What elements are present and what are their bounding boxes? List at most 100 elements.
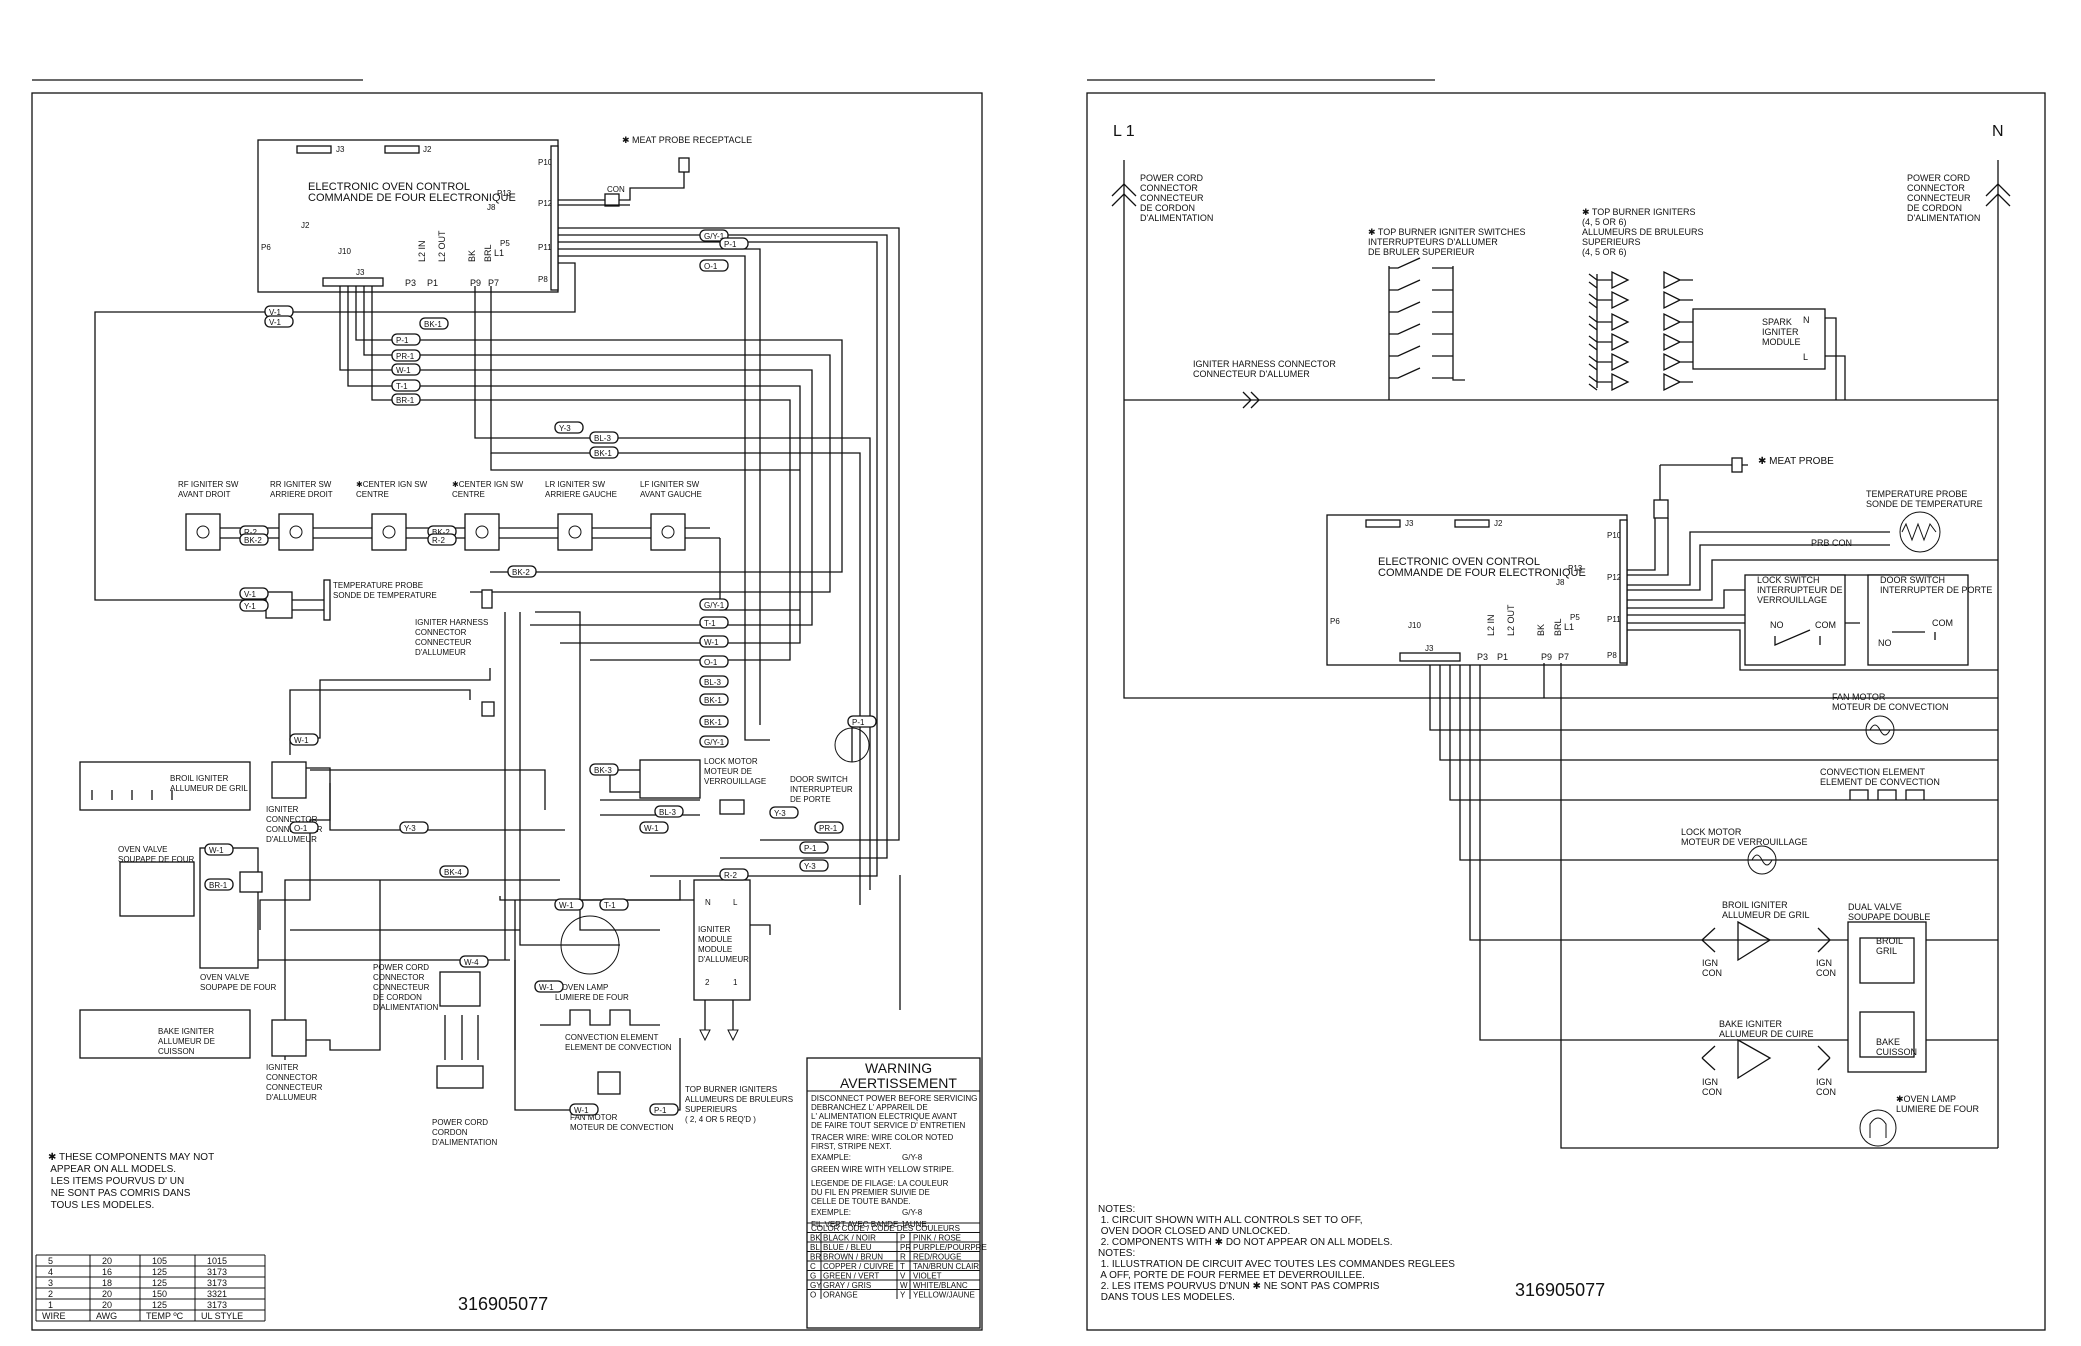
color-code-cell: WHITE/BLANC	[913, 1281, 968, 1290]
spark-terminal: L	[1803, 352, 1808, 362]
conn-label: P1	[1497, 652, 1508, 662]
wire-tag: P-1	[391, 333, 421, 346]
wire-tag: BK-1	[699, 715, 729, 728]
wire-tag: O-1	[699, 655, 729, 668]
wire-tag-label: BL-3	[659, 808, 676, 817]
conn-label: J10	[1408, 621, 1421, 630]
wire-tag-label: PR-1	[396, 352, 415, 361]
table-cell: 1	[48, 1300, 53, 1310]
wire-tag-label: BK-2	[244, 536, 262, 545]
terminal-label: L2 IN	[1486, 614, 1496, 636]
meat-probe-label: ✱ MEAT PROBE	[1758, 456, 1834, 467]
right-doc-number: 316905077	[1515, 1280, 1605, 1300]
wire-tag: W-1	[639, 821, 669, 834]
wire-tag: R-2	[719, 868, 749, 881]
wire-tag-label: P-1	[852, 718, 865, 727]
wire-tag-label: R-2	[432, 536, 445, 545]
color-code-cell: TAN/BRUN CLAIR	[913, 1262, 979, 1271]
color-code-cell: W	[900, 1281, 908, 1290]
l1-label: L 1	[1113, 123, 1135, 140]
wire-tag: V-1	[264, 315, 294, 328]
terminal-label: BK	[467, 250, 477, 262]
switch-term: NO	[1878, 638, 1892, 648]
wire-tag: BR-1	[204, 878, 234, 891]
wire-tag: BL-3	[699, 675, 729, 688]
table-cell: 5	[48, 1256, 53, 1266]
table-cell: WIRE	[42, 1311, 66, 1321]
conn-label: P5	[1570, 613, 1580, 622]
warning-box: WARNING AVERTISSEMENT DISCONNECT POWER B…	[806, 1057, 987, 1329]
terminal-label: BK	[1536, 624, 1546, 636]
wire-tag: PR-1	[391, 349, 421, 362]
table-cell: 125	[152, 1278, 167, 1288]
color-code-cell: T	[900, 1262, 905, 1271]
wire-tag: T-1	[391, 379, 421, 392]
conn-label: J2	[423, 145, 432, 154]
table-cell: UL STYLE	[201, 1311, 243, 1321]
meat-probe: ✱ MEAT PROBE	[1653, 456, 1834, 519]
right-control-wiring	[1429, 518, 1998, 1149]
wire-tag: G/Y-1	[699, 229, 729, 242]
conn-label: P3	[1477, 652, 1488, 662]
warning-line: GREEN WIRE WITH YELLOW STRIPE.	[811, 1165, 954, 1174]
wire-tag-label: P-1	[724, 240, 737, 249]
wire-tag: BK-1	[589, 446, 619, 459]
wire-tag-label: P-1	[396, 336, 409, 345]
fan-motor	[597, 1071, 621, 1095]
wire-tag: V-1	[264, 305, 294, 318]
wire-tag: BK-1	[699, 693, 729, 706]
wire-tag-label: W-1	[539, 983, 554, 992]
wire-tag: BK-3	[589, 763, 619, 776]
wire-tag: P-1	[649, 1103, 679, 1116]
wire-tag-label: BK-1	[704, 696, 722, 705]
wire-tag: BK-1	[419, 317, 449, 330]
warning-text: DISCONNECT POWER BEFORE SERVICINGDEBRANC…	[811, 1094, 977, 1229]
prb-con-label: PRB CON	[1811, 538, 1852, 548]
wire-tag: V-1	[239, 587, 269, 600]
table-cell: AWG	[96, 1311, 117, 1321]
wire-tag: W-1	[534, 980, 564, 993]
module-terminal: N	[705, 898, 711, 907]
conn-label: P6	[1330, 617, 1340, 626]
color-code-cell: PURPLE/POURPRE	[913, 1243, 987, 1252]
warning-title-fr: AVERTISSEMENT	[840, 1075, 957, 1091]
wire-tag: Y-3	[399, 821, 429, 834]
warning-line: FIL VERT AVEC BANDE JAUNE.	[811, 1220, 929, 1229]
table-cell: 3173	[207, 1300, 227, 1310]
wire-tag-label: G/Y-1	[704, 601, 725, 610]
table-cell: 16	[102, 1267, 112, 1277]
components-footnote: ✱ THESE COMPONENTS MAY NOT APPEAR ON ALL…	[48, 1152, 214, 1211]
top-burner-igniters-label: ✱ TOP BURNER IGNITERS(4, 5 OR 6)ALLUMEUR…	[1582, 207, 1704, 257]
wire-tag: O-1	[289, 821, 319, 834]
wire-tag: BL-3	[654, 805, 684, 818]
wire-tag: W-1	[391, 363, 421, 376]
wire-tag-label: BK-1	[704, 718, 722, 727]
table-cell: 125	[152, 1300, 167, 1310]
wire-tag-label: W-1	[559, 901, 574, 910]
